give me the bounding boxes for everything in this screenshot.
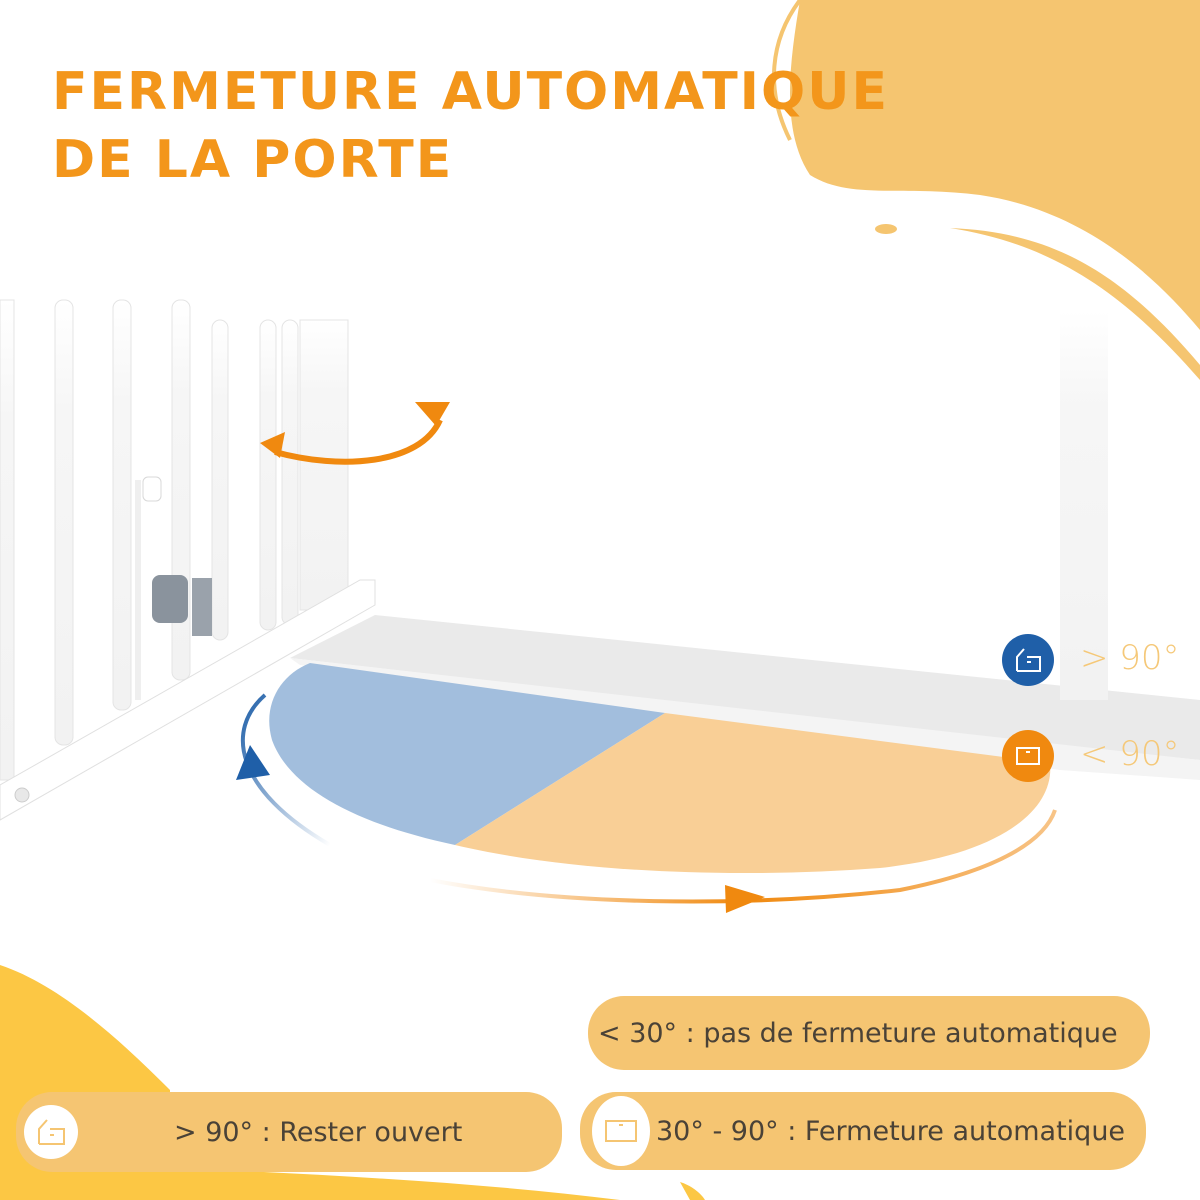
orange-arrow-arc <box>429 809 1057 904</box>
gate-door-frame <box>135 480 141 700</box>
right-post <box>1060 310 1108 700</box>
info-pill-auto-close-text: 30° - 90° : Fermeture automatique <box>656 1115 1126 1147</box>
blue-arrowhead-icon <box>236 745 270 780</box>
legend-label-open: > 90° <box>1080 638 1180 678</box>
swing-arrow <box>274 418 443 465</box>
foot-bolt <box>14 787 30 803</box>
info-pill-auto-close: 30° - 90° : Fermeture automatique <box>580 1092 1146 1170</box>
legend-badge-open <box>1002 634 1054 686</box>
door-open-icon <box>1016 648 1041 672</box>
info-pill-no-close-text: < 30° : pas de fermeture automatique <box>598 1017 1118 1049</box>
bottom-flick <box>680 1182 705 1200</box>
info-pill-stay-open-icon-wrap <box>24 1105 78 1159</box>
floor-bar <box>290 615 1200 760</box>
hinge-plate <box>192 578 212 636</box>
title-line-1: FERMETURE AUTOMATIQUE <box>52 62 889 122</box>
door-closed-icon <box>605 1120 637 1142</box>
door-closed-icon <box>1016 747 1040 765</box>
door-open-icon <box>38 1119 65 1145</box>
floor-bar-edge <box>290 658 1200 780</box>
top-right-blob <box>790 0 1200 330</box>
orange-arrowhead-icon <box>725 885 765 913</box>
swing-arrowhead-right-icon <box>415 402 450 426</box>
gate-illustration <box>0 299 1200 913</box>
info-pill-no-close: < 30° : pas de fermeture automatique <box>588 996 1150 1070</box>
latch-button <box>142 476 162 502</box>
zone-auto-close <box>455 713 1051 874</box>
legend-label-close: < 90° <box>1080 734 1180 774</box>
info-pill-stay-open-text: > 90° : Rester ouvert <box>174 1116 463 1148</box>
info-pill-stay-open: > 90° : Rester ouvert <box>16 1092 562 1172</box>
page-title: FERMETURE AUTOMATIQUE DE LA PORTE <box>52 58 889 194</box>
hinge-bracket <box>152 575 188 623</box>
legend-badge-close <box>1002 730 1054 782</box>
swing-arrowhead-left-icon <box>260 432 285 458</box>
dot-decoration <box>875 224 897 234</box>
zone-open <box>269 663 665 845</box>
info-pill-auto-close-icon-wrap <box>592 1096 650 1166</box>
title-line-2: DE LA PORTE <box>52 130 454 190</box>
title-arc <box>772 0 802 141</box>
gate-bottom-rail <box>0 579 376 821</box>
